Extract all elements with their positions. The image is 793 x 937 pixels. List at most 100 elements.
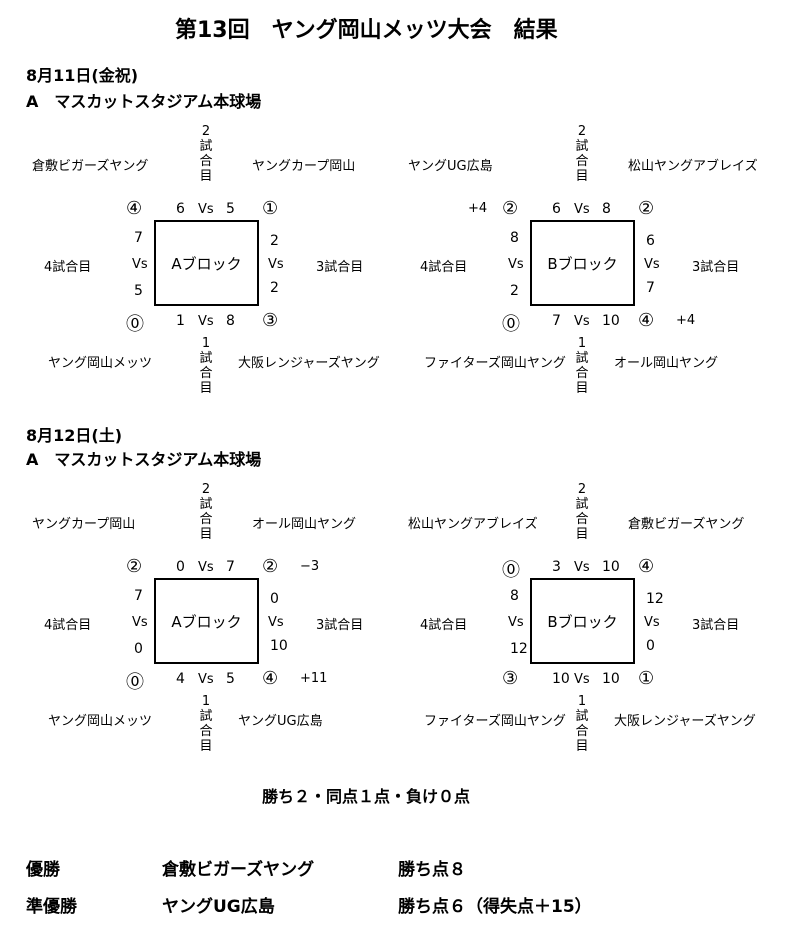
score-top-left: 3 (552, 559, 561, 575)
vs-right: Vs (644, 257, 660, 272)
score-right-bottom: 0 (646, 638, 655, 654)
score-bottom-left: 7 (552, 313, 561, 329)
standing-top-left: ④ (126, 198, 143, 219)
vs-right: Vs (268, 615, 284, 630)
score-bottom-right: 5 (226, 671, 235, 687)
score-top-left: 6 (552, 201, 561, 217)
standing-top-right: ① (262, 198, 279, 219)
score-left-bottom: 5 (134, 283, 143, 299)
day1-date: 8月11日(金祝) (26, 66, 139, 85)
vs-top: Vs (574, 560, 590, 575)
team-bottom-left: ヤング岡山メッツ (48, 356, 153, 371)
team-top-left: ヤングUG広島 (408, 159, 493, 174)
game-label-bottom: 1試合目 (575, 336, 589, 396)
vs-top: Vs (198, 202, 214, 217)
standing-top-right: ④ (638, 556, 655, 577)
game-label-right: 3試合目 (316, 618, 364, 633)
team-bottom-right: 大阪レンジャーズヤング (614, 714, 756, 729)
runner-up-label: 準優勝 (26, 897, 77, 917)
score-right-bottom: 2 (270, 280, 279, 296)
score-top-right: 8 (602, 201, 611, 217)
goal-diff-bottom-right: +11 (300, 671, 328, 686)
score-left-top: 7 (134, 588, 143, 604)
runner-up-points: 勝ち点６（得失点＋15） (398, 897, 592, 917)
team-top-right: ヤングカープ岡山 (252, 159, 356, 174)
block-box: Aブロック (154, 220, 259, 306)
day1-venue: A マスカットスタジアム本球場 (26, 92, 262, 111)
goal-diff-top-left: +4 (468, 201, 488, 216)
vs-bottom: Vs (198, 672, 214, 687)
standing-bottom-left: ⓪ (502, 314, 520, 335)
standing-top-left: ② (126, 556, 143, 577)
score-bottom-left: 10 (552, 671, 570, 687)
team-bottom-left: ファイターズ岡山ヤング (424, 714, 566, 729)
team-bottom-left: ファイターズ岡山ヤング (424, 356, 566, 371)
champion-label: 優勝 (26, 860, 60, 880)
score-left-top: 7 (134, 230, 143, 246)
block-box: Bブロック (530, 578, 635, 664)
score-bottom-right: 8 (226, 313, 235, 329)
game-label-bottom: 1試合目 (199, 336, 213, 396)
standing-bottom-right: ③ (262, 310, 279, 331)
standing-bottom-left: ⓪ (126, 314, 144, 335)
game-label-top: 2試合目 (199, 124, 213, 184)
standing-bottom-right: ④ (262, 668, 279, 689)
game-label-right: 3試合目 (692, 618, 740, 633)
scoring-rule: 勝ち２・同点１点・負け０点 (262, 787, 471, 806)
score-top-left: 6 (176, 201, 185, 217)
game-label-top: 2試合目 (199, 482, 213, 542)
runner-up-team: ヤングUG広島 (162, 897, 275, 917)
vs-right: Vs (644, 615, 660, 630)
score-bottom-left: 4 (176, 671, 185, 687)
game-label-top: 2試合目 (575, 124, 589, 184)
score-bottom-right: 10 (602, 313, 620, 329)
standing-bottom-left: ③ (502, 668, 519, 689)
standing-bottom-right: ④ (638, 310, 655, 331)
score-right-bottom: 7 (646, 280, 655, 296)
score-left-top: 8 (510, 588, 519, 604)
game-label-left: 4試合目 (420, 260, 468, 275)
block-box: Bブロック (530, 220, 635, 306)
vs-left: Vs (508, 257, 524, 272)
team-top-right: 倉敷ビガーズヤング (628, 517, 745, 532)
standing-top-right: ② (262, 556, 279, 577)
game-label-bottom: 1試合目 (199, 694, 213, 754)
vs-top: Vs (574, 202, 590, 217)
score-right-top: 2 (270, 233, 279, 249)
score-right-bottom: 10 (270, 638, 288, 654)
vs-bottom: Vs (574, 672, 590, 687)
game-label-left: 4試合目 (420, 618, 468, 633)
team-bottom-right: オール岡山ヤング (614, 356, 719, 371)
champion-points: 勝ち点８ (398, 860, 466, 880)
score-top-right: 10 (602, 559, 620, 575)
vs-bottom: Vs (198, 314, 214, 329)
vs-bottom: Vs (574, 314, 590, 329)
score-bottom-right: 10 (602, 671, 620, 687)
vs-top: Vs (198, 560, 214, 575)
block-box: Aブロック (154, 578, 259, 664)
page-title: 第13回 ヤング岡山メッツ大会 結果 (175, 18, 558, 43)
score-top-left: 0 (176, 559, 185, 575)
score-right-top: 12 (646, 591, 664, 607)
standing-top-right: ② (638, 198, 655, 219)
vs-left: Vs (132, 615, 148, 630)
score-right-top: 6 (646, 233, 655, 249)
vs-left: Vs (132, 257, 148, 272)
day2-venue: A マスカットスタジアム本球場 (26, 450, 262, 469)
standing-bottom-left: ⓪ (126, 672, 144, 693)
day2-date: 8月12日(土) (26, 426, 123, 445)
game-label-right: 3試合目 (316, 260, 364, 275)
vs-right: Vs (268, 257, 284, 272)
team-bottom-right: ヤングUG広島 (238, 714, 323, 729)
team-top-right: 松山ヤングアブレイズ (628, 159, 758, 174)
team-bottom-left: ヤング岡山メッツ (48, 714, 153, 729)
score-left-bottom: 2 (510, 283, 519, 299)
score-left-bottom: 12 (510, 641, 528, 657)
team-bottom-right: 大阪レンジャーズヤング (238, 356, 380, 371)
block-name: Aブロック (171, 612, 242, 631)
score-top-right: 7 (226, 559, 235, 575)
score-right-top: 0 (270, 591, 279, 607)
score-top-right: 5 (226, 201, 235, 217)
game-label-left: 4試合目 (44, 618, 92, 633)
block-name: Aブロック (171, 254, 242, 273)
